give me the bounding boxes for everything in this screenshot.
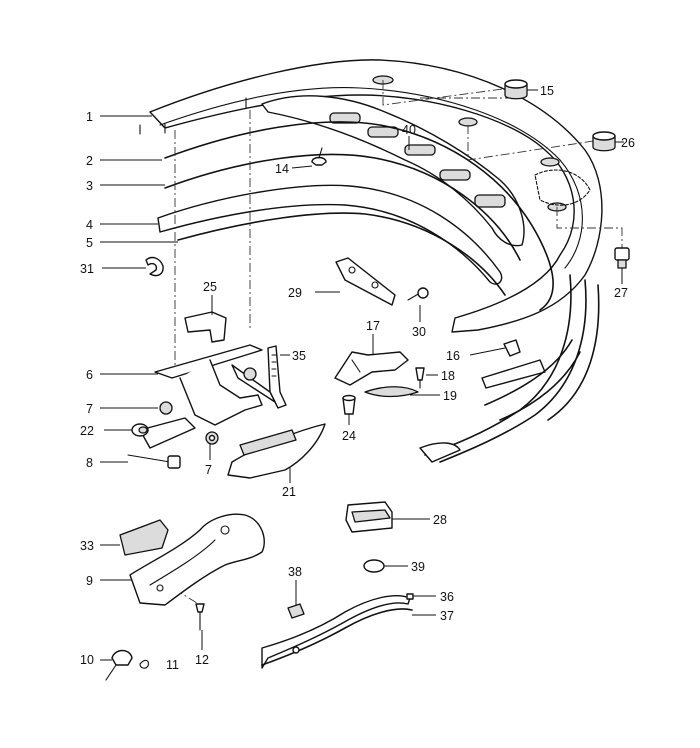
seal-strips — [157, 121, 554, 311]
callout-6: 6 — [86, 368, 93, 382]
part-16-clip — [503, 339, 521, 357]
callout-3: 3 — [86, 179, 93, 193]
callout-11: 11 — [166, 658, 179, 672]
part-29-bracket — [335, 257, 396, 306]
callout-22: 22 — [80, 424, 94, 438]
part-22-bushing — [131, 423, 149, 437]
part-14-screw — [311, 147, 327, 166]
callout-39: 39 — [411, 560, 425, 574]
part-21-trim-panel — [227, 423, 326, 479]
part-25-cover — [184, 311, 227, 343]
part-17-latch — [334, 351, 409, 386]
callout-8: 8 — [86, 456, 93, 470]
callout-15: 15 — [540, 84, 554, 98]
part-18-bolt — [415, 367, 425, 389]
callout-31: 31 — [80, 262, 94, 276]
callout-36: 36 — [440, 590, 454, 604]
callout-26: 26 — [621, 136, 635, 150]
callout-labels: 1 2 3 4 5 6 7 7 8 9 10 11 12 14 15 16 17… — [80, 84, 635, 672]
part-26-cap — [592, 131, 616, 152]
part-9-mount-bracket — [129, 513, 265, 606]
callout-37: 37 — [440, 609, 454, 623]
callout-12: 12 — [195, 653, 209, 667]
part-12-pin — [195, 603, 205, 631]
assembly-dashes — [159, 80, 623, 606]
callout-18: 18 — [441, 369, 455, 383]
callout-35: 35 — [292, 349, 306, 363]
part-38-clip — [287, 603, 305, 619]
callout-9: 9 — [86, 574, 93, 588]
part-19-pad — [364, 386, 419, 398]
callout-38: 38 — [288, 565, 302, 579]
part-33-pad — [119, 519, 169, 556]
callout-30: 30 — [412, 325, 426, 339]
callout-33: 33 — [80, 539, 94, 553]
part-31-clip — [145, 256, 164, 277]
callout-16: 16 — [446, 349, 460, 363]
callout-19: 19 — [443, 389, 457, 403]
part-6-hinge-bracket — [139, 344, 276, 449]
part-24-nut — [342, 394, 356, 415]
callout-24: 24 — [342, 429, 356, 443]
callout-17: 17 — [366, 319, 380, 333]
callout-29: 29 — [288, 286, 302, 300]
part-27-stud — [614, 247, 630, 269]
callout-40: 40 — [402, 123, 416, 137]
callout-25: 25 — [203, 280, 217, 294]
callout-21: 21 — [282, 485, 296, 499]
callout-10: 10 — [80, 653, 94, 667]
part-40-foam-strip — [261, 95, 525, 247]
part-36-37-cable — [261, 593, 414, 669]
callout-2: 2 — [86, 154, 93, 168]
callout-27: 27 — [614, 286, 628, 300]
callout-7a: 7 — [86, 402, 93, 416]
callout-14: 14 — [275, 162, 289, 176]
part-11-clip — [139, 659, 149, 669]
part-28-module — [345, 501, 393, 533]
part-7-nut — [205, 431, 219, 445]
leader-lines — [100, 89, 624, 661]
callout-7b: 7 — [205, 463, 212, 477]
part-15-cap — [504, 79, 528, 100]
part-8-bolt — [127, 454, 181, 469]
callout-28: 28 — [433, 513, 447, 527]
callout-5: 5 — [86, 236, 93, 250]
part-10-ball-stud — [105, 649, 133, 681]
part-30-screw — [407, 287, 429, 301]
callout-4: 4 — [86, 218, 93, 232]
part-1-pins — [139, 97, 247, 135]
part-39-grommet — [363, 559, 385, 573]
callout-1: 1 — [86, 110, 93, 124]
right-seal-rails — [419, 274, 600, 463]
